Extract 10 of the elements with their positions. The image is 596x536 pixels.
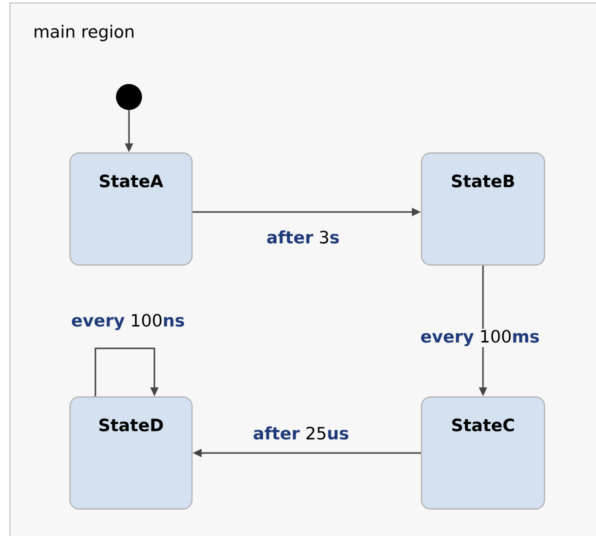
transition-label: after 25us <box>254 426 348 440</box>
transition-label: after 3s <box>267 230 339 244</box>
initial-state-dot <box>116 84 142 110</box>
transition-label: every 100ns <box>72 314 184 330</box>
state-box: StateD <box>69 396 193 510</box>
state-box: StateA <box>69 152 193 266</box>
transition-arrow <box>94 348 159 396</box>
state-box: StateC <box>420 396 546 510</box>
transition-label: every 100ms <box>419 328 541 348</box>
state-box: StateB <box>420 152 546 266</box>
